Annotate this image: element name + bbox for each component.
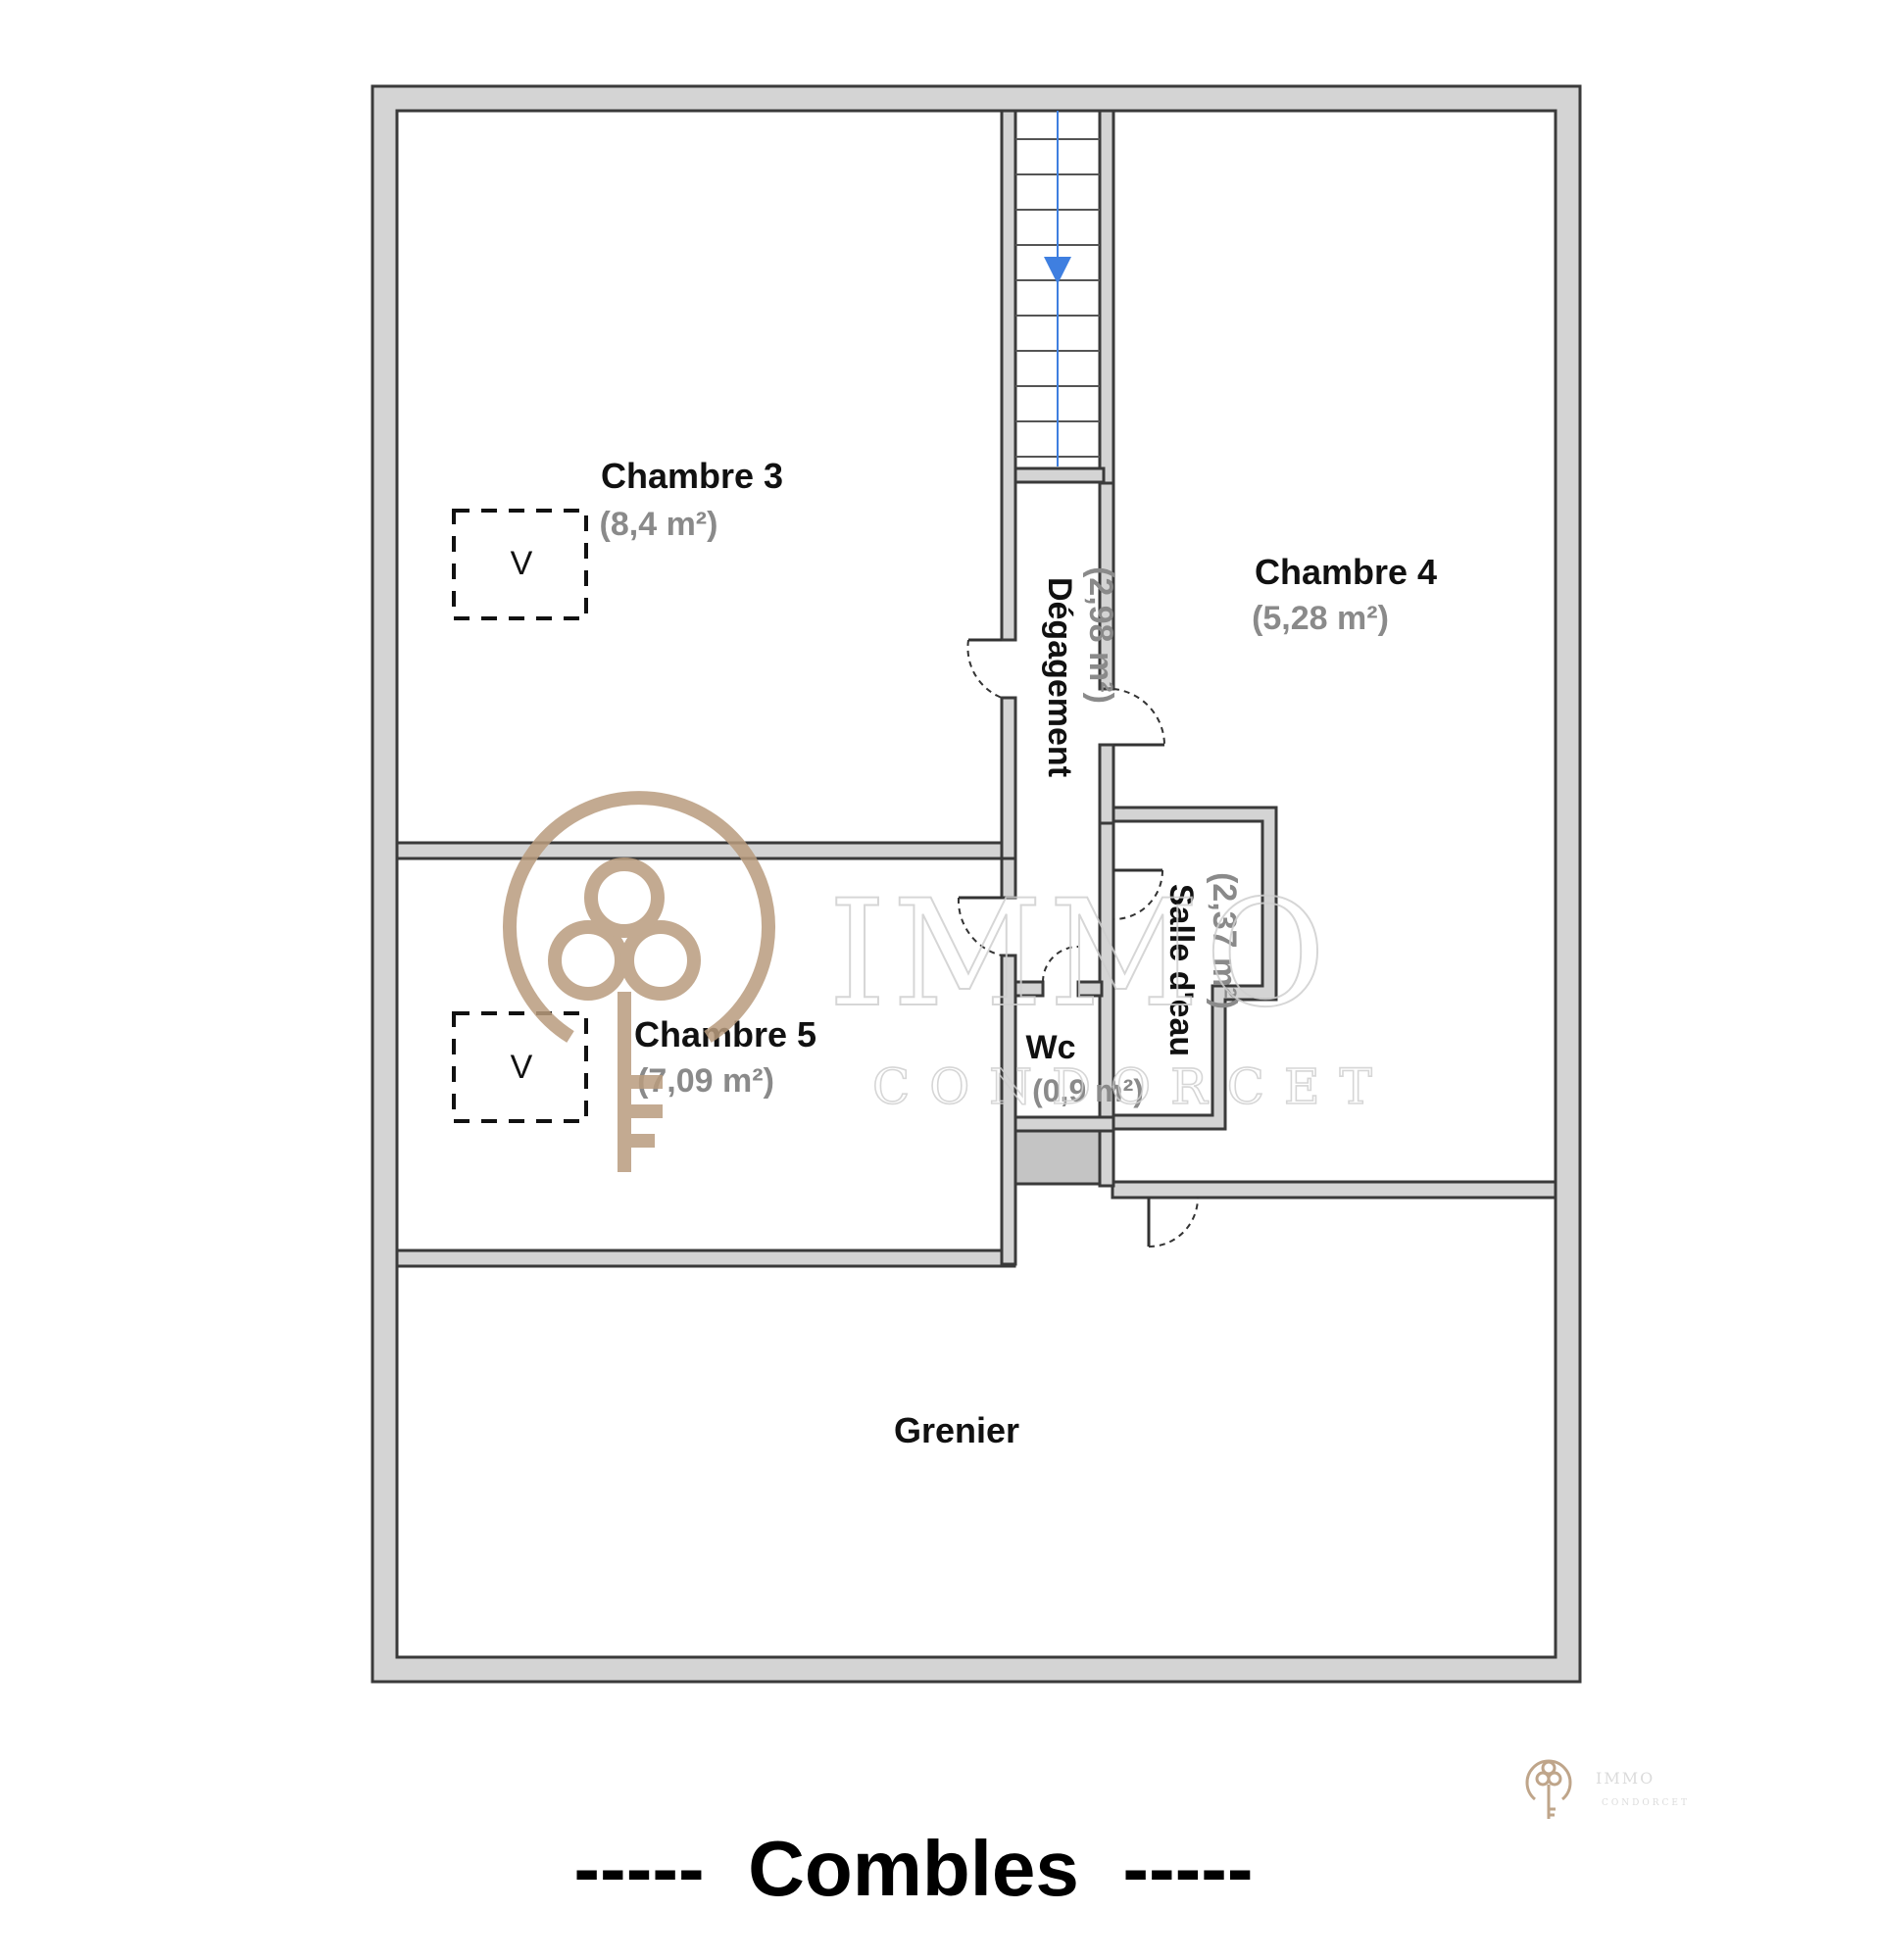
wall-wc-top-left — [1013, 980, 1045, 998]
door-grenier-swing — [1148, 1197, 1199, 1248]
room-degagement-name: Dégagement — [1041, 577, 1078, 777]
outer-wall — [371, 84, 1582, 1684]
room-wc-name: Wc — [1026, 1029, 1076, 1066]
velux-windows — [452, 509, 588, 1123]
corner-logo-brand: IMMO — [1596, 1769, 1655, 1788]
walls — [371, 84, 1582, 1684]
room-chambre3-area: (8,4 m²) — [600, 506, 718, 543]
wall-wc-closet — [1013, 1115, 1115, 1133]
wall-ch4-grenier — [1111, 1180, 1557, 1200]
room-chambre4-area: (5,28 m²) — [1252, 600, 1389, 637]
door-ch4-swing — [1112, 688, 1165, 746]
wall-ch3-degagement-top — [1000, 109, 1017, 642]
watermark-brand-sub: CONDORCET — [872, 1058, 1392, 1115]
door-ch3-swing — [966, 639, 1003, 699]
wall-ch3-degagement-bottom — [1000, 696, 1017, 860]
room-degagement-area: (2,98 m²) — [1082, 566, 1119, 704]
wall-stair-right — [1098, 109, 1115, 485]
room-chambre4-name: Chambre 4 — [1255, 552, 1437, 592]
velux-ch3-label: V — [511, 545, 533, 582]
stair-arrow-icon — [1044, 257, 1071, 284]
room-grenier-name: Grenier — [894, 1410, 1019, 1450]
room-chambre3-name: Chambre 3 — [601, 456, 783, 496]
wall-ch5-degagement-bottom — [1000, 954, 1017, 1266]
room-salle-deau-name: Salle d'eau — [1162, 884, 1200, 1056]
room-salle-deau-area: (2,37 m²) — [1206, 872, 1243, 1009]
wall-ch5-grenier — [395, 1249, 1016, 1268]
key-small-icon — [1525, 1759, 1572, 1819]
technical-closet — [1013, 1127, 1102, 1186]
key-logo-icon — [503, 791, 775, 1172]
doors — [957, 638, 1199, 1248]
wall-degagement-ch4-top — [1098, 481, 1115, 691]
door-salle-swing — [1112, 869, 1163, 920]
velux-ch5 — [452, 1011, 588, 1123]
door-ch5-swing — [957, 897, 1003, 956]
room-wc-area: (0,9 m²) — [1032, 1073, 1144, 1108]
wall-ch3-ch5 — [395, 841, 1016, 860]
velux-ch3 — [452, 509, 588, 620]
floor-title: ----- Combles ----- — [573, 1825, 1253, 1912]
wall-stair-landing — [1013, 466, 1106, 484]
watermark-logo: IMMO CONDORCET — [503, 791, 1392, 1172]
corner-logo-sub: CONDORCET — [1602, 1798, 1690, 1808]
velux-ch5-label: V — [511, 1049, 533, 1086]
corner-logo: IMMO CONDORCET — [1525, 1759, 1690, 1819]
wall-ch5-degagement-top — [1000, 857, 1017, 900]
watermark-brand: IMMO — [828, 869, 1331, 1040]
wall-wc-top-right — [1076, 980, 1104, 998]
staircase — [1015, 111, 1100, 466]
